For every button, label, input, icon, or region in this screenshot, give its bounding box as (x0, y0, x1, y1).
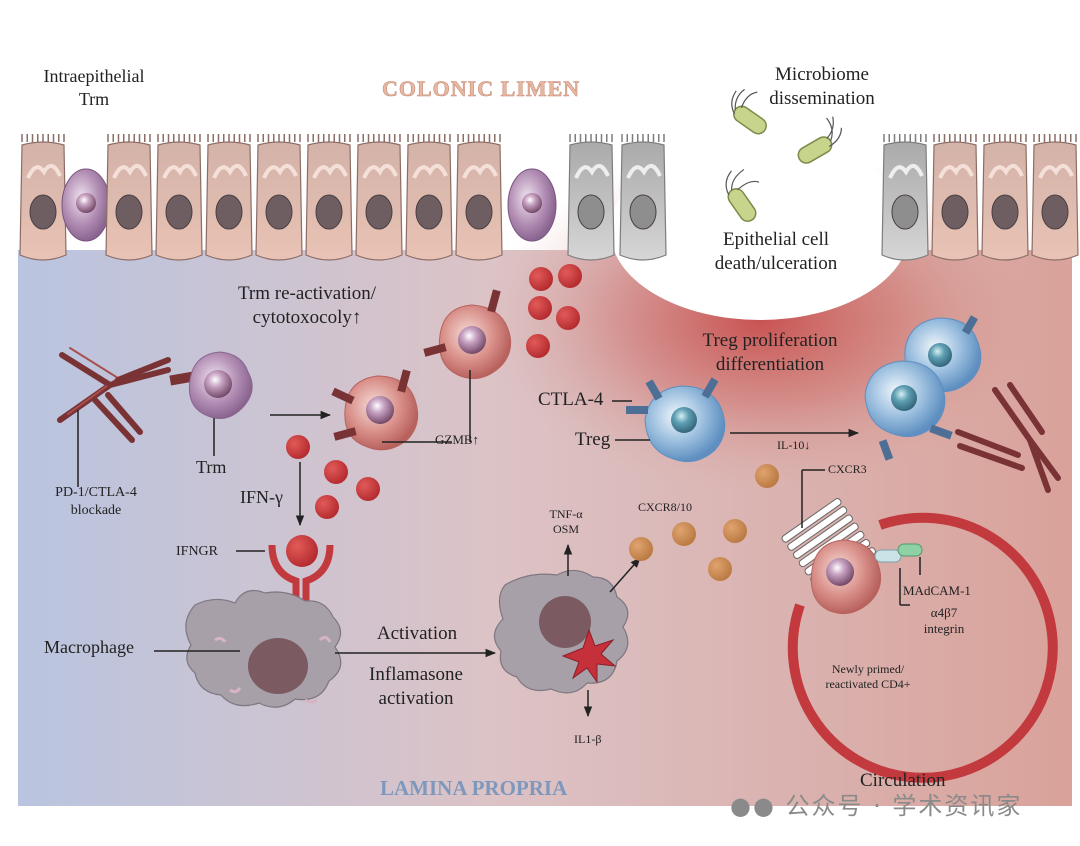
ifn-gamma-label: IFN-γ (240, 487, 283, 507)
chemokine-dots (629, 464, 779, 581)
pd1-ctla4-text: PD-1/CTLA-4 (55, 485, 137, 500)
bacterium (731, 88, 767, 135)
cytokine-dots (286, 264, 582, 519)
tnf-alpha-text: TNF-α (549, 507, 583, 521)
trm-reactivation-text: Trm re-activation/ (237, 283, 377, 304)
activated-macrophage (493, 569, 629, 694)
il1b-label: IL1-β (574, 732, 602, 746)
activated-trm-cell (331, 369, 419, 451)
epithelial-cell (305, 134, 353, 261)
dying-epithelial-cell (881, 134, 929, 261)
cd4-t-cell (810, 539, 882, 615)
wechat-icon: ●● (730, 792, 776, 820)
activated-trm-cell-2 (423, 289, 512, 380)
antibody-right (955, 382, 1061, 493)
epithelial-cell (355, 134, 403, 261)
epithelial-cell (1031, 134, 1079, 261)
epithelial-cell (205, 134, 253, 261)
chemokine-arrow (609, 557, 641, 593)
trm-cell (169, 351, 253, 419)
microbiome-text: Microbiome (775, 64, 869, 85)
macrophage-cell (185, 590, 342, 708)
intraepithelial-trm-cell (61, 168, 111, 242)
tnf-osm-label: TNF-α OSM (550, 507, 583, 537)
trm-label: Trm (196, 457, 227, 477)
ifngr-label: IFNGR (176, 544, 219, 559)
treg-proliferation-text: Treg proliferation (702, 330, 838, 351)
differentiation-text: differentiation (715, 353, 825, 375)
epithelial-cell (105, 134, 153, 261)
a4b7-text: α4β7 (930, 605, 958, 620)
cytotoxicity-text: cytotoxocoly↑ (252, 306, 362, 328)
bacterium (797, 116, 843, 164)
epithelial-cell (19, 134, 67, 261)
epithelial-cell-text: Epithelial cell (722, 229, 830, 250)
intraepithelial-text: Intraepithelial (43, 66, 145, 86)
trm-text: Trm (78, 88, 110, 109)
blockade-text: blockade (70, 502, 122, 518)
blood-vessel (787, 512, 1058, 783)
microbiome-label: Microbiome dissemination (769, 63, 875, 111)
reactivated-cd4-text: reactivated CD4+ (825, 677, 911, 691)
blockade-antibody (57, 347, 171, 443)
inflammasone-label: Inflamasone activation (369, 663, 463, 711)
il10-label: IL-10↓ (777, 438, 811, 452)
epithelial-cell (981, 134, 1029, 261)
epithelial-cell (255, 134, 303, 261)
ulcer-crater (610, 140, 910, 320)
cd4-label: Newly primed/ reactivated CD4+ (825, 662, 910, 692)
epithelial-cell (455, 134, 503, 261)
bacteria-group (725, 88, 843, 222)
madcam-label: MAdCAM-1 (903, 583, 971, 598)
inflamasone-activation-text: activation (378, 687, 454, 709)
intraepithelial-trm-label: Intraepithelial Trm (44, 65, 145, 110)
bacterium (725, 168, 760, 222)
inflamasone-text: Inflamasone (369, 664, 463, 685)
treg-cell (626, 377, 726, 463)
trm-reactivation-label: Trm re-activation/ cytotoxocoly↑ (238, 282, 376, 330)
treg-label: Treg (575, 429, 611, 450)
ulceration-text: death/ulceration (714, 252, 838, 274)
epithelial-cell (931, 134, 979, 261)
treg-cell-proliferating (864, 315, 982, 461)
circulation-label: Circulation (860, 770, 946, 791)
ctla4-label: CTLA-4 (538, 389, 604, 410)
watermark: ●● 公众号 · 学术资讯家 (730, 786, 1022, 821)
macrophage-label: Macrophage (44, 637, 134, 657)
cxcr810-label: CXCR8/10 (638, 500, 693, 514)
osm-text: OSM (552, 522, 580, 536)
watermark-text: 公众号 · 学术资讯家 (785, 792, 1023, 820)
lamina-propria-title: LAMINA PROPRIA (380, 776, 568, 800)
integrin-binding (874, 543, 923, 563)
colonic-lumen-title: COLONIC LIMEN (382, 76, 581, 102)
epithelial-cell (155, 134, 203, 261)
treg-proliferation-label: Treg proliferation differentiation (703, 329, 838, 377)
newly-primed-text: Newly primed/ (831, 662, 905, 676)
ifngr-receptor (268, 535, 334, 622)
cxcr3-label: CXCR3 (828, 462, 867, 476)
activation-label: Activation (376, 623, 458, 644)
dissemination-text: dissemination (769, 87, 875, 109)
integrin-text: integrin (923, 621, 965, 637)
gzmb-label: GZMB↑ (435, 432, 480, 447)
dying-epithelial-cell (567, 134, 615, 261)
pd1-ctla4-blockade-label: PD-1/CTLA-4 blockade (55, 484, 137, 519)
epithelial-layer (19, 134, 1079, 261)
epithelial-cell (405, 134, 453, 261)
intraepithelial-trm-cell (507, 168, 557, 242)
a4b7-integrin-label: α4β7 integrin (924, 605, 964, 638)
epithelial-death-label: Epithelial cell death/ulceration (715, 228, 837, 276)
dying-epithelial-cell (619, 134, 667, 261)
